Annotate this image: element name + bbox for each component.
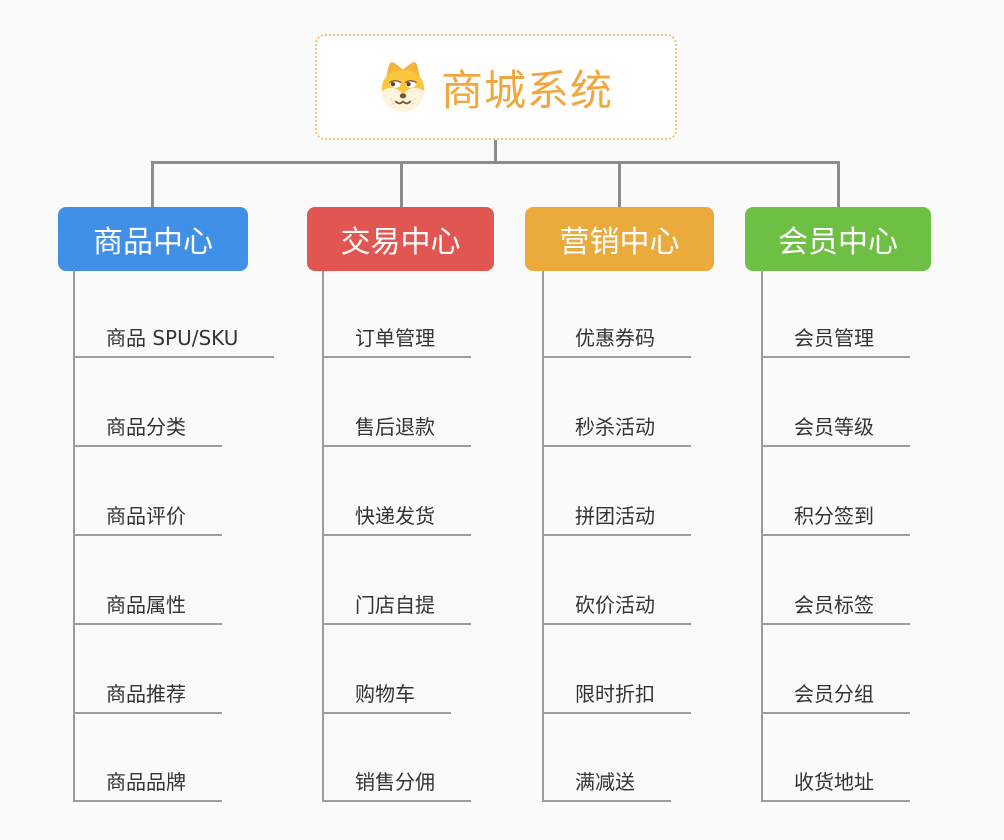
branch-node-trade-center[interactable]: 交易中心 <box>307 207 494 271</box>
leaf-node[interactable]: 售后退款 <box>322 415 471 447</box>
leaf-node[interactable]: 订单管理 <box>322 326 471 358</box>
leaf-node[interactable]: 商品属性 <box>73 593 222 625</box>
branch-label: 营销中心 <box>559 225 680 260</box>
root-title: 商城系统 <box>440 65 613 115</box>
root-node[interactable]: 商城系统 <box>315 34 677 140</box>
leaf-node[interactable]: 收货地址 <box>761 770 910 802</box>
leaf-node[interactable]: 门店自提 <box>322 593 471 625</box>
leaf-node[interactable]: 会员等级 <box>761 415 910 447</box>
leaf-node[interactable]: 优惠券码 <box>542 326 691 358</box>
leaf-node[interactable]: 拼团活动 <box>542 504 691 536</box>
branch-stem-2 <box>322 271 324 801</box>
connector-drop-1 <box>151 161 154 209</box>
doge-icon <box>381 62 425 112</box>
leaf-node[interactable]: 商品推荐 <box>73 682 222 714</box>
connector-drop-2 <box>400 161 403 209</box>
leaf-node[interactable]: 商品 SPU/SKU <box>73 326 275 358</box>
connector-drop-4 <box>837 161 840 209</box>
connector-bus <box>151 161 840 164</box>
branch-stem-1 <box>73 271 75 801</box>
leaf-node[interactable]: 限时折扣 <box>542 682 691 714</box>
branch-node-marketing-center[interactable]: 营销中心 <box>525 207 714 271</box>
leaf-node[interactable]: 商品评价 <box>73 504 222 536</box>
leaf-node[interactable]: 会员分组 <box>761 682 910 714</box>
leaf-node[interactable]: 快递发货 <box>322 504 471 536</box>
branch-label: 交易中心 <box>340 225 461 260</box>
branch-label: 商品中心 <box>93 225 213 260</box>
leaf-node[interactable]: 购物车 <box>322 682 451 714</box>
branch-stem-3 <box>542 271 544 801</box>
branch-stem-4 <box>761 271 763 801</box>
connector-root-drop <box>494 140 497 164</box>
connector-drop-3 <box>618 161 621 209</box>
branch-label: 会员中心 <box>778 225 898 260</box>
leaf-node[interactable]: 会员标签 <box>761 593 910 625</box>
leaf-node[interactable]: 商品分类 <box>73 415 222 447</box>
leaf-node[interactable]: 积分签到 <box>761 504 910 536</box>
leaf-node[interactable]: 秒杀活动 <box>542 415 691 447</box>
leaf-node[interactable]: 商品品牌 <box>73 770 222 802</box>
leaf-node[interactable]: 会员管理 <box>761 326 910 358</box>
leaf-node[interactable]: 砍价活动 <box>542 593 691 625</box>
leaf-node[interactable]: 销售分佣 <box>322 770 471 802</box>
branch-node-member-center[interactable]: 会员中心 <box>745 207 931 271</box>
branch-node-product-center[interactable]: 商品中心 <box>58 207 248 271</box>
leaf-node[interactable]: 满减送 <box>542 770 671 802</box>
